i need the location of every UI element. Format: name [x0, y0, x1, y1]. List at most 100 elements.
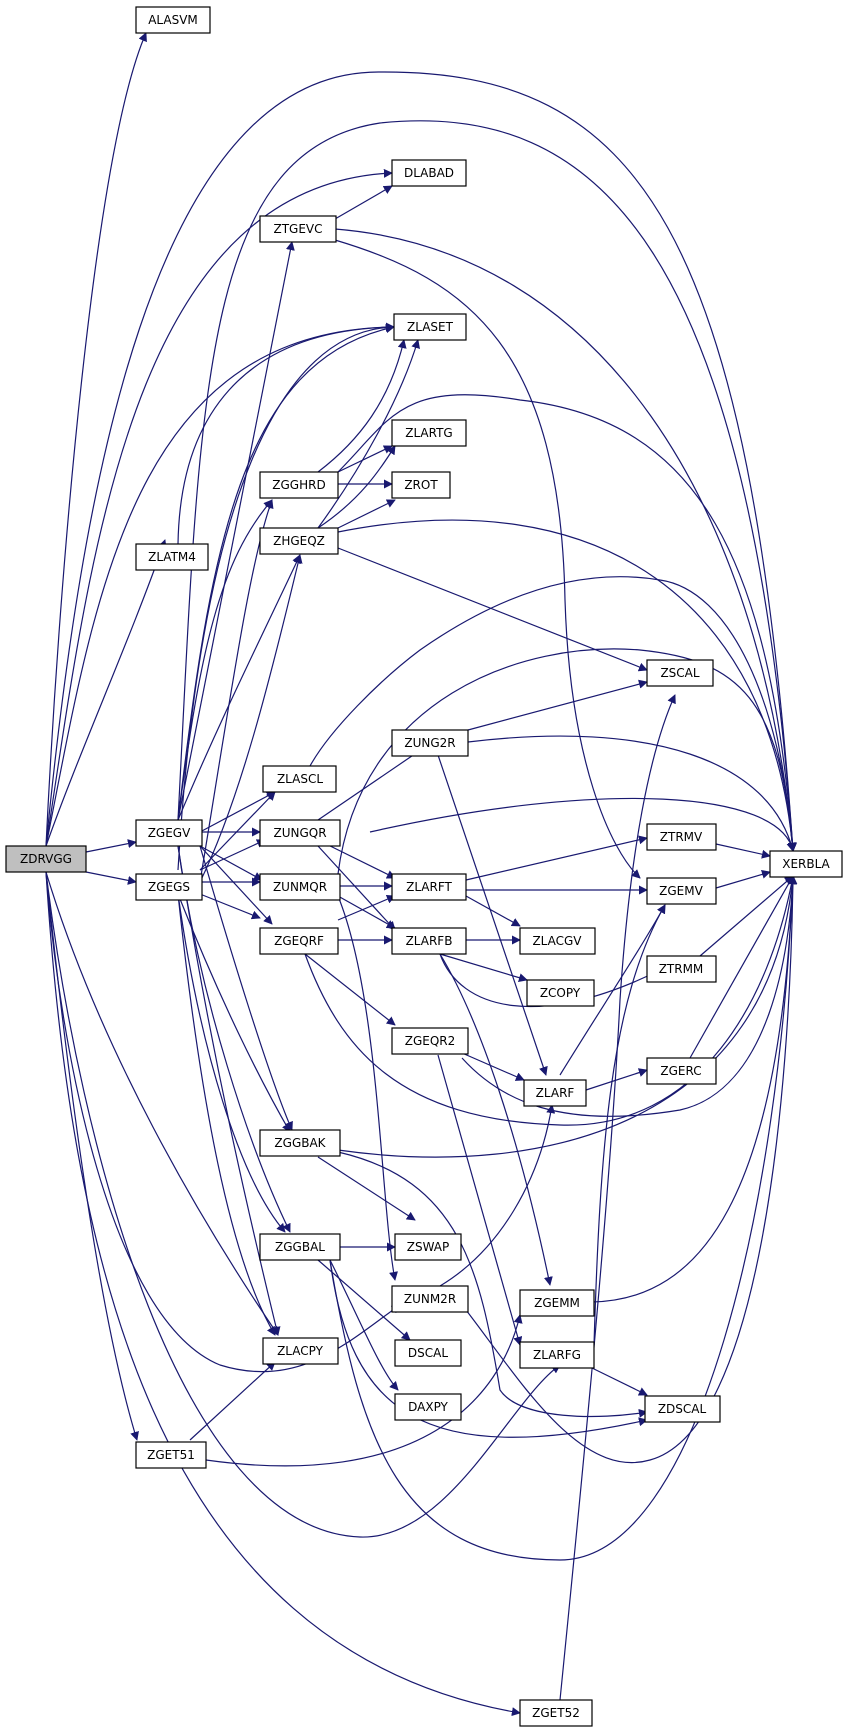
node-zgeqr2[interactable]: ZGEQR2: [391, 1027, 469, 1055]
node-zggbal[interactable]: ZGGBAL: [259, 1233, 341, 1261]
node-zgegv[interactable]: ZGEGV: [135, 819, 203, 847]
node-zlacpy[interactable]: ZLACPY: [262, 1337, 339, 1365]
edge-zdrvgg-alasvm: [45, 32, 147, 847]
svg-text:ZGEQR2: ZGEQR2: [405, 1034, 456, 1048]
edge-zungqr-xerbla: [369, 797, 796, 852]
node-zdrvgg[interactable]: ZDRVGG: [5, 845, 87, 873]
svg-text:ZLARFG: ZLARFG: [533, 1348, 581, 1362]
node-zswap[interactable]: ZSWAP: [394, 1233, 462, 1261]
edge-zdrvgg-zgegs: [85, 871, 137, 885]
node-zscal[interactable]: ZSCAL: [646, 659, 714, 687]
node-daxpy[interactable]: DAXPY: [394, 1393, 462, 1421]
node-zlarfb[interactable]: ZLARFB: [391, 927, 467, 955]
edge-zlarft-zlacgv: [465, 895, 521, 927]
svg-text:ZDSCAL: ZDSCAL: [658, 1402, 707, 1416]
edge-zgegv-zggbal: [177, 845, 291, 1233]
node-zunmqr[interactable]: ZUNMQR: [259, 873, 341, 901]
edge-zget52-zscal: [559, 694, 676, 1701]
edge-zlarfg-zgemv: [593, 904, 666, 1346]
edge-zgegs-zlaset: [177, 322, 395, 871]
edge-zggbak-xerbla: [337, 875, 797, 1158]
edge-zdrvgg-zget51: [45, 871, 139, 1441]
node-zget52[interactable]: ZGET52: [519, 1699, 593, 1727]
edge-ztrmm-xerbla: [699, 875, 794, 957]
edge-zgeqr2-xerbla: [461, 875, 798, 1117]
node-zlarf[interactable]: ZLARF: [523, 1079, 587, 1107]
node-ztrmm[interactable]: ZTRMM: [646, 955, 717, 983]
edge-zgegs-zhgeqz: [199, 554, 303, 883]
node-zlarfg[interactable]: ZLARFG: [519, 1341, 595, 1369]
node-zlacgv[interactable]: ZLACGV: [519, 927, 596, 955]
node-zget51[interactable]: ZGET51: [135, 1441, 207, 1469]
node-zlarft[interactable]: ZLARFT: [391, 873, 467, 901]
svg-text:ZSWAP: ZSWAP: [407, 1240, 450, 1254]
svg-text:ZTGEVC: ZTGEVC: [273, 222, 322, 236]
svg-text:ZUNMQR: ZUNMQR: [273, 880, 327, 894]
node-zlartg[interactable]: ZLARTG: [391, 419, 467, 447]
edge-zunm2r-zlarf: [439, 1104, 556, 1287]
edge-zgegs-zungqr: [199, 839, 266, 871]
edge-zgghrd-zlaset: [317, 339, 407, 473]
edge-ztgevc-zgemv: [334, 239, 641, 879]
edge-zlarf-zgemv: [559, 904, 666, 1076]
node-zlascl[interactable]: ZLASCL: [262, 765, 337, 793]
node-zungqr[interactable]: ZUNGQR: [259, 819, 341, 847]
svg-text:ZGEGV: ZGEGV: [148, 826, 191, 840]
svg-text:ZGGBAL: ZGGBAL: [275, 1240, 325, 1254]
edge-zgegs-zgeqrf: [199, 893, 261, 920]
svg-text:ZLACGV: ZLACGV: [532, 934, 582, 948]
node-zrot[interactable]: ZROT: [391, 471, 451, 499]
node-zdscal[interactable]: ZDSCAL: [644, 1395, 721, 1423]
node-zgerc[interactable]: ZGERC: [646, 1057, 717, 1085]
svg-text:ZGGHRD: ZGGHRD: [272, 478, 325, 492]
edge-zung2r-zscal: [467, 679, 648, 731]
node-zgemm[interactable]: ZGEMM: [519, 1289, 595, 1317]
edge-zgegs-zggbal: [177, 893, 286, 1233]
node-zgemv[interactable]: ZGEMV: [646, 877, 717, 905]
node-xerbla[interactable]: XERBLA: [769, 850, 843, 878]
node-zgegs[interactable]: ZGEGS: [135, 873, 203, 901]
node-zggbak[interactable]: ZGGBAK: [259, 1129, 341, 1157]
svg-text:ZLARTG: ZLARTG: [405, 426, 452, 440]
node-zlaset[interactable]: ZLASET: [393, 313, 467, 341]
node-zgeqrf[interactable]: ZGEQRF: [259, 927, 339, 955]
edge-zdrvgg-dlabad: [45, 168, 393, 847]
edge-zget51-zlacpy: [189, 1361, 276, 1441]
node-zgghrd[interactable]: ZGGHRD: [259, 471, 339, 499]
node-zlatm4[interactable]: ZLATM4: [135, 543, 209, 571]
svg-text:ZLACPY: ZLACPY: [277, 1344, 324, 1358]
svg-text:ZLASCL: ZLASCL: [277, 772, 323, 786]
svg-text:ZHGEQZ: ZHGEQZ: [273, 534, 325, 548]
edge-zdrvgg-zgegv: [85, 839, 137, 853]
edge-zhgeqz-zlaset: [317, 339, 420, 529]
edge-zlarft-ztrmv: [465, 835, 648, 881]
node-ztgevc[interactable]: ZTGEVC: [259, 215, 337, 243]
node-ztrmv[interactable]: ZTRMV: [646, 823, 717, 851]
edge-zhgeqz-zlartg: [317, 445, 396, 529]
edge-zlarf-zgerc: [585, 1068, 648, 1091]
node-alasvm[interactable]: ALASVM: [135, 6, 211, 34]
edge-zgegv-zlacpy: [177, 845, 281, 1336]
edge-zgegv-zlascl: [199, 791, 276, 833]
edge-zlarfg-zdscal: [591, 1367, 648, 1396]
edge-zgegv-zlaset: [177, 324, 395, 821]
edge-zung2r-zlarf: [437, 754, 548, 1076]
edge-zhgeqz-xerbla: [337, 519, 797, 852]
edge-zgeqr2-zlarfg: [437, 1054, 523, 1346]
node-zhgeqz[interactable]: ZHGEQZ: [259, 527, 339, 555]
node-zunm2r[interactable]: ZUNM2R: [391, 1285, 469, 1313]
node-zcopy[interactable]: ZCOPY: [526, 979, 595, 1007]
svg-text:ZDRVGG: ZDRVGG: [20, 852, 72, 866]
edge-zhgeqz-zrot: [337, 499, 396, 529]
node-dlabad[interactable]: DLABAD: [391, 159, 467, 187]
edge-zgeqrf-zgeqr2: [304, 953, 396, 1026]
edge-zgeqr2-zlarf: [461, 1052, 525, 1081]
edge-zlarfb-zcopy: [439, 953, 528, 982]
node-zung2r[interactable]: ZUNG2R: [391, 729, 469, 757]
node-dscal[interactable]: DSCAL: [394, 1339, 462, 1367]
edge-zdrvgg-zunm2r: [45, 871, 401, 1373]
svg-text:ZGEGS: ZGEGS: [148, 880, 190, 894]
svg-text:ALASVM: ALASVM: [148, 13, 198, 27]
nodes: ZDRVGG ALASVM DLABAD ZTGEVC ZLASET ZLART…: [5, 6, 843, 1727]
edge-zdrvgg-xerbla-top: [45, 71, 797, 852]
